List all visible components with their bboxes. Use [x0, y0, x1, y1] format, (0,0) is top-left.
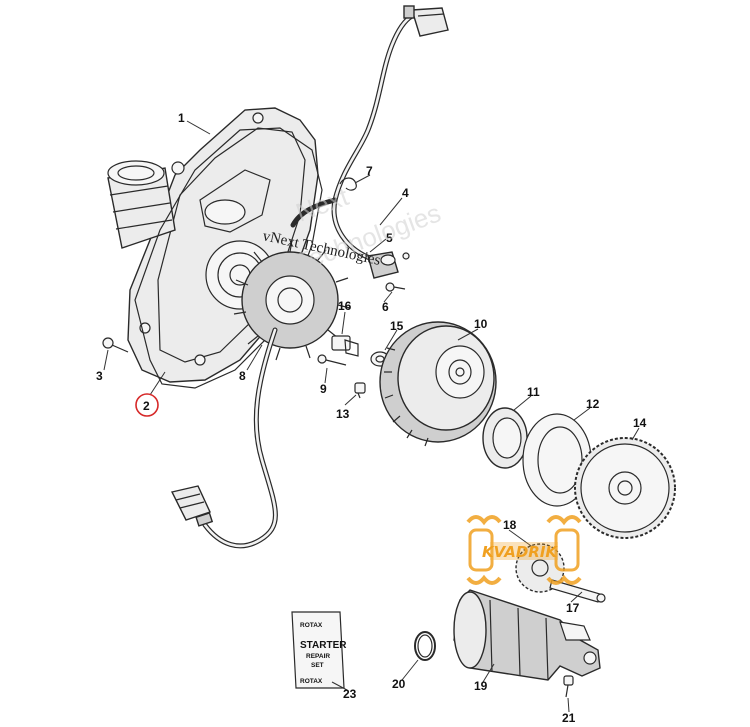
- callout-13: 13: [336, 407, 350, 421]
- crank-sensor: [367, 251, 410, 279]
- callout-19: 19: [474, 679, 488, 693]
- wire-clip: [339, 177, 357, 191]
- callout-6: 6: [382, 300, 389, 314]
- kit-brand-bottom: ROTAX: [300, 678, 323, 685]
- callout-21: 21: [562, 711, 576, 725]
- highlight-circle: [135, 393, 159, 417]
- kit-line-repair: REPAIR: [306, 653, 330, 660]
- leader-lines: [103, 120, 640, 713]
- kvadrik-logo: KVADRIK: [466, 515, 582, 585]
- callout-14: 14: [633, 416, 647, 430]
- flywheel: [379, 321, 497, 447]
- callout-labels: 1 3 4 5 6 7 8 9 10 11 12 13 14 15 16 17 …: [96, 111, 647, 725]
- callout-1: 1: [178, 111, 185, 125]
- cover-gasket: [134, 127, 323, 389]
- callout-2-highlight: 2: [135, 393, 159, 417]
- callout-16: 16: [338, 299, 352, 313]
- callout-17: 17: [566, 601, 580, 615]
- screw-9: [317, 354, 347, 366]
- callout-4: 4: [402, 186, 409, 200]
- callout-10: 10: [474, 317, 488, 331]
- kit-title: STARTER: [300, 640, 347, 651]
- shaft: [549, 579, 606, 603]
- sensor-wire: [290, 13, 415, 263]
- starter-motor: [453, 589, 601, 681]
- stator-connector: [170, 485, 214, 527]
- kit-brand-top: ROTAX: [300, 622, 323, 629]
- callout-8: 8: [239, 369, 246, 383]
- bolt-21: [563, 675, 574, 698]
- callout-11: 11: [527, 385, 540, 399]
- sensor-connector-top: [403, 5, 449, 37]
- sensor-screw: [385, 282, 406, 292]
- repair-kit-text: ROTAX STARTER REPAIR SET ROTAX: [300, 622, 347, 685]
- stator: [233, 239, 351, 361]
- stator-bolt: [331, 335, 359, 357]
- ring-12: [522, 413, 592, 507]
- callout-18: 18: [503, 518, 517, 532]
- kvadrik-logo-text: KVADRIK: [482, 543, 558, 561]
- screw-13: [354, 382, 366, 399]
- o-ring: [414, 631, 436, 661]
- callout-5: 5: [386, 231, 393, 245]
- callout-9: 9: [320, 382, 327, 396]
- magneto-cover: [127, 107, 319, 383]
- cover-screw: [102, 337, 129, 353]
- callout-2: 2: [143, 399, 150, 413]
- callout-23: 23: [343, 687, 357, 701]
- filler-tube: [107, 160, 176, 249]
- kit-line-set: SET: [311, 662, 324, 669]
- callout-15: 15: [390, 319, 404, 333]
- callout-3: 3: [96, 369, 103, 383]
- callout-20: 20: [392, 677, 406, 691]
- callout-12: 12: [586, 397, 600, 411]
- stator-wire: [202, 327, 278, 549]
- ring-gear: [574, 437, 676, 539]
- ring-11: [482, 407, 528, 469]
- callout-7: 7: [366, 164, 373, 178]
